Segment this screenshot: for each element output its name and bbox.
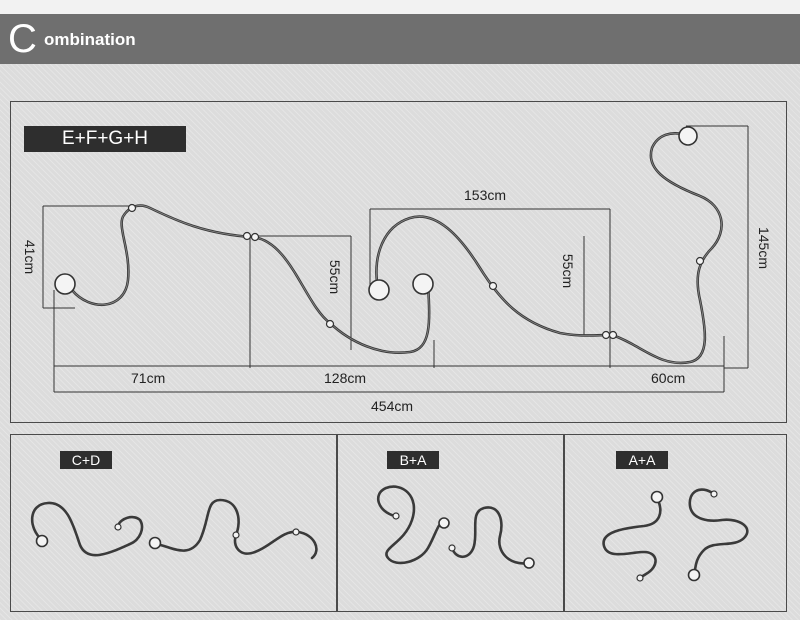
- aa-lamp-curves: [602, 488, 749, 582]
- dim-145cm: 145cm: [756, 226, 773, 270]
- aa-label: A+A: [616, 451, 668, 469]
- dim-71cm: 71cm: [131, 370, 166, 386]
- bottom-panel-ba: [336, 434, 565, 612]
- cd-label: C+D: [60, 451, 112, 469]
- dim-153cm: 153cm: [464, 187, 507, 203]
- dimension-lines: [42, 125, 749, 393]
- ba-lamp-curves: [376, 485, 535, 569]
- dim-128cm: 128cm: [324, 370, 367, 386]
- dim-55cm-right: 55cm: [560, 253, 577, 289]
- bottom-panel-cd: [10, 434, 338, 612]
- header-bar: [0, 14, 800, 64]
- main-lamp-curves: [54, 126, 723, 365]
- dim-41cm: 41cm: [22, 239, 39, 275]
- ba-label: B+A: [387, 451, 439, 469]
- header-initial: C: [8, 17, 37, 61]
- dim-454cm: 454cm: [371, 398, 414, 414]
- bottom-panel-aa: [563, 434, 787, 612]
- top-strip: [0, 0, 800, 14]
- dim-60cm: 60cm: [651, 370, 686, 386]
- cd-lamp-curves: [30, 498, 318, 560]
- main-panel: [10, 101, 787, 423]
- main-combination-label: E+F+G+H: [24, 126, 186, 152]
- header-title: ombination: [44, 30, 136, 49]
- dim-55cm-left: 55cm: [327, 259, 344, 295]
